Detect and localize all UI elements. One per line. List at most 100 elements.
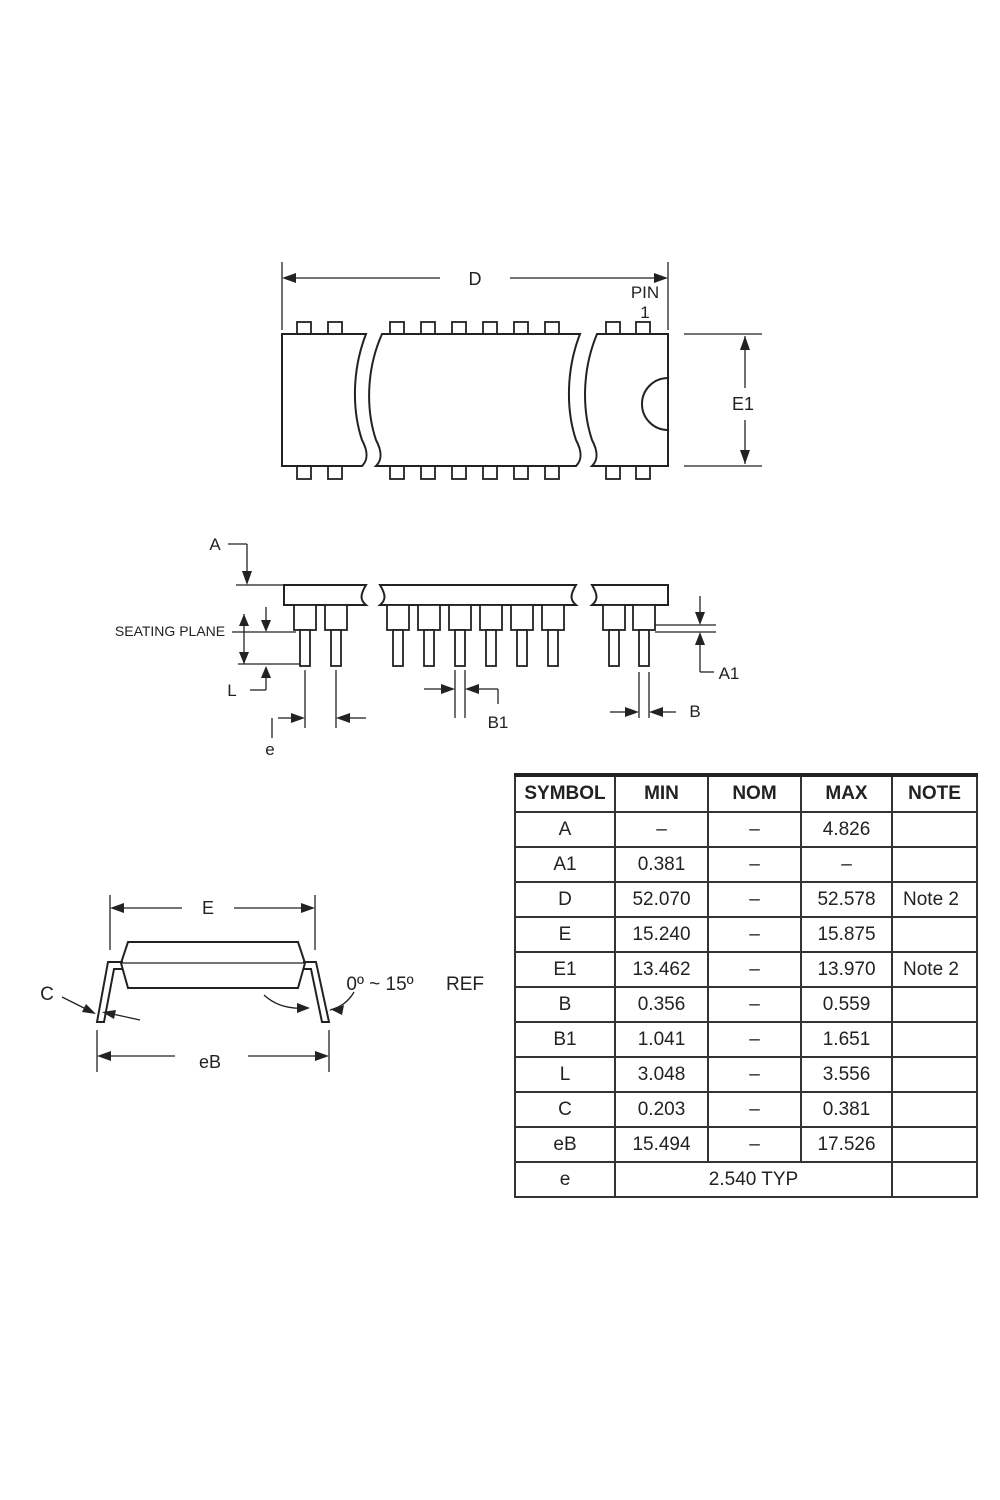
cell-symbol: eB <box>514 1126 616 1163</box>
cell-min: 0.203 <box>614 1091 709 1128</box>
cell-nom: – <box>707 1091 802 1128</box>
package-drawing: D PIN 1 E1 <box>115 262 762 759</box>
label-pin-number: 1 <box>640 303 649 322</box>
label-pin: PIN <box>631 283 659 302</box>
cell-max: 15.875 <box>800 916 893 953</box>
cell-note <box>891 916 978 953</box>
label-side-e: E <box>202 898 214 918</box>
cell-nom: – <box>707 986 802 1023</box>
cell-nom: – <box>707 1126 802 1163</box>
cell-nom: – <box>707 1021 802 1058</box>
side-view: E C 0º ~ 15º REF eB <box>40 895 484 1072</box>
cell-note <box>891 986 978 1023</box>
label-d: D <box>469 269 482 289</box>
label-ref: REF <box>446 974 484 995</box>
cell-note <box>891 1056 978 1093</box>
cell-max: 52.578 <box>800 881 893 918</box>
cell-nom: – <box>707 846 802 883</box>
cell-note <box>891 811 978 848</box>
cell-note <box>891 1126 978 1163</box>
cell-symbol: E <box>514 916 616 953</box>
side-lead-right <box>303 961 331 1023</box>
label-a: A <box>209 535 221 554</box>
front-pin-shoulders <box>293 604 656 631</box>
cell-max: 1.651 <box>800 1021 893 1058</box>
cell-note <box>891 846 978 883</box>
label-b: B <box>689 702 700 721</box>
cell-min: 0.356 <box>614 986 709 1023</box>
header-nom: NOM <box>707 774 802 813</box>
front-pin-leads <box>299 629 650 667</box>
label-l: L <box>227 681 236 700</box>
cell-note <box>891 1021 978 1058</box>
front-body-right <box>589 584 669 606</box>
cell-min: 3.048 <box>614 1056 709 1093</box>
cell-symbol: B1 <box>514 1021 616 1058</box>
cell-symbol: e <box>514 1161 616 1198</box>
cell-nom: – <box>707 951 802 988</box>
label-c: C <box>40 984 54 1005</box>
cell-max: – <box>800 846 893 883</box>
cell-symbol: E1 <box>514 951 616 988</box>
cell-nom: – <box>707 811 802 848</box>
cell-symbol: A <box>514 811 616 848</box>
table-row: A––4.826 <box>514 811 978 848</box>
ic-body-middle <box>368 333 582 467</box>
cell-min: 13.462 <box>614 951 709 988</box>
header-max: MAX <box>800 774 893 813</box>
label-angle: 0º ~ 15º <box>346 974 413 995</box>
cell-nom: – <box>707 881 802 918</box>
cell-note: Note 2 <box>891 951 978 988</box>
cell-typ-value: 2.540 TYP <box>614 1161 893 1198</box>
cell-min: 52.070 <box>614 881 709 918</box>
cell-min: – <box>614 811 709 848</box>
side-body <box>119 941 307 989</box>
cell-min: 15.240 <box>614 916 709 953</box>
label-e1: E1 <box>732 394 754 414</box>
side-lead-left <box>95 961 123 1023</box>
cell-max: 13.970 <box>800 951 893 988</box>
label-a1: A1 <box>719 664 740 683</box>
top-pins-lower <box>296 465 651 480</box>
front-body-middle <box>377 584 579 606</box>
ic-body-left <box>281 333 368 467</box>
label-eb: eB <box>199 1052 221 1072</box>
pin1-notch <box>641 377 669 431</box>
ic-body-right <box>584 333 669 467</box>
cell-note <box>891 1091 978 1128</box>
header-symbol: SYMBOL <box>514 774 616 813</box>
label-b1: B1 <box>488 713 509 732</box>
cell-nom: – <box>707 916 802 953</box>
cell-min: 1.041 <box>614 1021 709 1058</box>
label-e: e <box>265 740 274 759</box>
header-note: NOTE <box>891 774 978 813</box>
cell-note: Note 2 <box>891 881 978 918</box>
cell-symbol: C <box>514 1091 616 1128</box>
cell-symbol: L <box>514 1056 616 1093</box>
cell-symbol: D <box>514 881 616 918</box>
cell-max: 3.556 <box>800 1056 893 1093</box>
cell-max: 4.826 <box>800 811 893 848</box>
top-view: D PIN 1 E1 <box>281 262 762 480</box>
cell-min: 0.381 <box>614 846 709 883</box>
cell-min: 15.494 <box>614 1126 709 1163</box>
top-pins-upper <box>296 321 651 335</box>
table-header-row: SYMBOL MIN NOM MAX NOTE <box>514 774 978 813</box>
label-seating-plane: SEATING PLANE <box>115 623 225 639</box>
cell-nom: – <box>707 1056 802 1093</box>
cell-max: 0.381 <box>800 1091 893 1128</box>
front-body-left <box>283 584 369 606</box>
header-min: MIN <box>614 774 709 813</box>
cell-symbol: A1 <box>514 846 616 883</box>
